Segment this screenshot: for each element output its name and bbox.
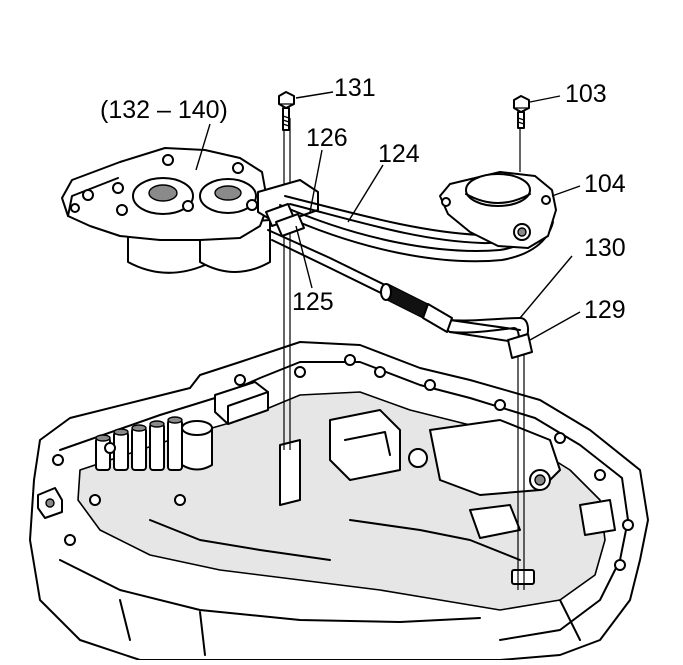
component-104 — [439, 171, 557, 249]
callout-125: 125 — [292, 288, 334, 316]
callout-132-140: (132 – 140) — [100, 96, 228, 124]
alignment-guides — [283, 118, 525, 590]
solenoid-assembly — [61, 147, 319, 274]
callout-103: 103 — [565, 80, 607, 108]
callout-labels: (132 – 140) 131 126 124 103 104 125 130 … — [100, 74, 626, 324]
callout-124: 124 — [378, 140, 420, 168]
callout-129: 129 — [584, 296, 626, 324]
bolt-131 — [278, 91, 295, 131]
leader-lines — [195, 91, 581, 341]
bolt-103 — [513, 95, 530, 129]
transmission-case — [29, 341, 649, 661]
callout-126: 126 — [306, 124, 348, 152]
callout-131: 131 — [334, 74, 376, 102]
callout-104: 104 — [584, 170, 626, 198]
case-bolt-holes — [52, 354, 634, 571]
callout-130: 130 — [584, 234, 626, 262]
